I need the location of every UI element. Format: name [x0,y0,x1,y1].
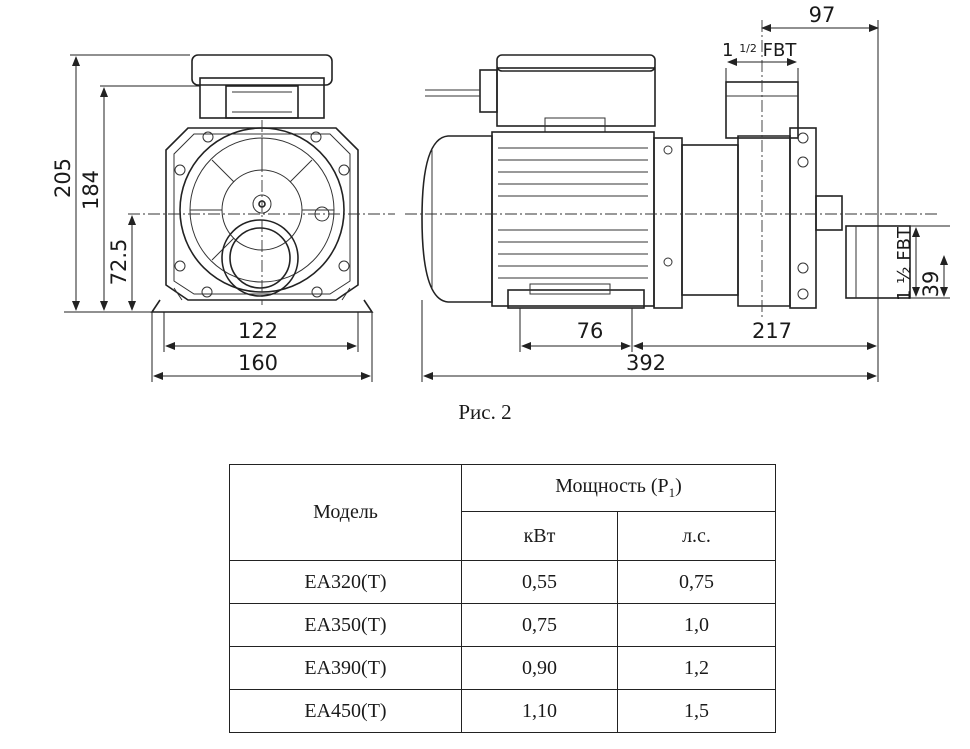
table-row: EA350(T) 0,75 1,0 [229,603,776,647]
cell-hp: 1,5 [617,689,776,733]
dim-72-5: 72.5 [107,239,131,286]
inlet-size-label: 1 1/2 FBT [722,36,797,61]
header-kw: кВт [461,511,618,561]
figure-caption: Рис. 2 [458,400,512,424]
dim-97: 97 [809,3,836,27]
table-row: EA320(T) 0,55 0,75 [229,560,776,604]
inlet-size-suffix: FBT [763,40,798,61]
dim-392: 392 [626,351,666,375]
cell-kw: 1,10 [461,689,618,733]
dim-39: 39 [919,271,943,298]
header-power-subscript: 1 [668,485,676,500]
inlet-size-whole: 1 [722,40,733,61]
power-table: Модель Мощность (P1) кВт л.с. EA320(T) 0… [229,464,776,733]
cell-hp: 1,2 [617,646,776,690]
cooling-fins [498,147,648,279]
dim-205: 205 [51,158,75,198]
cell-kw: 0,75 [461,603,618,647]
cell-model: EA350(T) [229,603,462,647]
header-hp: л.с. [617,511,776,561]
header-power-text: Мощность (P [555,475,669,497]
front-view: 205 184 72.5 122 160 [51,54,395,382]
inlet-size-fraction: 1/2 [739,42,757,55]
dim-122: 122 [238,319,278,343]
dim-76: 76 [577,319,604,343]
cell-kw: 0,90 [461,646,618,690]
header-power-close: ) [675,475,682,497]
cell-model: EA450(T) [229,689,462,733]
table-subheader-row: кВт л.с. [230,511,776,561]
dim-184: 184 [79,170,103,210]
table-row: EA450(T) 1,10 1,5 [229,689,776,733]
outlet-size-label: 1 ½ FBT [894,226,915,301]
cell-model: EA390(T) [229,646,462,690]
cell-model: EA320(T) [229,560,462,604]
dim-160: 160 [238,351,278,375]
cell-hp: 1,0 [617,603,776,647]
table-row: EA390(T) 0,90 1,2 [229,646,776,690]
cell-hp: 0,75 [617,560,776,604]
table-header-row: Модель Мощность (P1) [229,464,776,561]
cell-kw: 0,55 [461,560,618,604]
dim-217: 217 [752,319,792,343]
side-view: 97 1 1/2 FBT 1 ½ FBT 39 76 217 392 [405,3,950,382]
header-model: Модель [229,464,462,561]
header-power: Мощность (P1) [461,464,776,512]
technical-drawing: 205 184 72.5 122 160 [51,3,950,382]
